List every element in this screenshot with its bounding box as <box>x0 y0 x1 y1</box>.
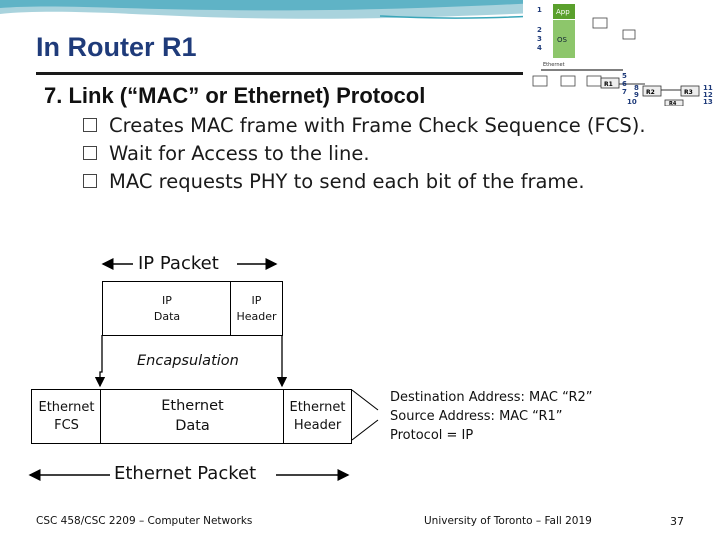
step-number: 9 <box>634 91 639 99</box>
layer-number: 4 <box>537 44 542 52</box>
step-number: 5 <box>622 72 627 80</box>
bullet-item: MAC requests PHY to send each bit of the… <box>83 170 585 193</box>
ip-header-line2: Header <box>236 309 277 323</box>
step-number: 13 <box>703 98 713 106</box>
ip-data-line2: Data <box>153 309 181 323</box>
ethernet-header-details: Destination Address: MAC “R2” Source Add… <box>390 388 592 445</box>
ip-data-box: IP Data <box>102 281 232 336</box>
eth-header-line2: Header <box>293 417 342 433</box>
source-address: Source Address: MAC “R1” <box>390 409 563 424</box>
step-number: 6 <box>622 80 627 88</box>
bullet-text: MAC requests PHY to send each bit of the… <box>109 170 585 193</box>
router-r3-icon <box>680 85 700 97</box>
layer-number: 2 <box>537 26 542 34</box>
destination-address: Destination Address: MAC “R2” <box>390 390 593 405</box>
eth-data-line2: Data <box>175 417 210 434</box>
computer-icon <box>560 75 576 87</box>
step-number: 7 <box>622 88 627 96</box>
ethernet-packet-label: Ethernet Packet <box>114 463 257 484</box>
router-label: R4 <box>669 101 677 106</box>
router-label: R1 <box>604 81 613 88</box>
bullet-item: Wait for Access to the line. <box>83 142 370 165</box>
step-number: 11 <box>703 84 713 92</box>
layer-number: 1 <box>537 6 542 14</box>
router-r4-icon <box>664 99 684 106</box>
encapsulation-label: Encapsulation <box>137 353 239 369</box>
header-detail-line <box>351 389 379 411</box>
network-topology-thumbnail: 1 2 3 4 App OS Ethernet R1 R2 R3 R4 5 6 … <box>523 0 720 106</box>
page-number: 37 <box>670 515 684 528</box>
footer-university: University of Toronto – Fall 2019 <box>424 515 592 527</box>
bus-label: Ethernet <box>543 62 565 68</box>
app-layer-block <box>553 4 575 19</box>
eth-fcs-line2: FCS <box>54 417 79 433</box>
router-r1-icon <box>600 77 620 89</box>
computer-icon <box>622 29 636 40</box>
ip-packet-label: IP Packet <box>138 253 219 274</box>
checkbox-bullet-icon <box>83 173 97 188</box>
os-label: OS <box>557 36 568 44</box>
footer-course: CSC 458/CSC 2209 – Computer Networks <box>36 515 253 527</box>
checkbox-bullet-icon <box>83 117 97 132</box>
app-label: App <box>556 8 570 16</box>
encapsulation-left-arrow <box>94 335 106 388</box>
computer-icon <box>592 17 608 29</box>
bullet-text: Creates MAC frame with Frame Check Seque… <box>109 114 646 137</box>
header-detail-line <box>351 419 379 441</box>
router-label: R3 <box>684 89 693 96</box>
computer-icon <box>532 75 548 87</box>
eth-fcs-line1: Ethernet <box>38 399 95 415</box>
layer-number: 3 <box>537 35 542 43</box>
ip-header-box: IP Header <box>230 281 283 336</box>
checkbox-bullet-icon <box>83 145 97 160</box>
eth-header-line1: Ethernet <box>289 399 346 415</box>
router-label: R2 <box>646 89 655 96</box>
os-layer-block <box>553 20 575 58</box>
router-r2-icon <box>642 85 662 97</box>
ip-data-line1: IP <box>162 293 172 307</box>
step-number: 8 <box>634 84 639 92</box>
ip-header-line1: IP <box>251 293 262 307</box>
slide-subtitle: 7. Link (“MAC” or Ethernet) Protocol <box>44 83 426 108</box>
title-divider <box>36 72 526 75</box>
step-number: 12 <box>703 91 713 99</box>
protocol-field: Protocol = IP <box>390 428 474 443</box>
bullet-item: Creates MAC frame with Frame Check Seque… <box>83 114 646 137</box>
slide-title: In Router R1 <box>36 32 197 62</box>
eth-data-line1: Ethernet <box>161 397 224 414</box>
step-number: 10 <box>627 98 637 106</box>
bullet-text: Wait for Access to the line. <box>109 142 370 165</box>
